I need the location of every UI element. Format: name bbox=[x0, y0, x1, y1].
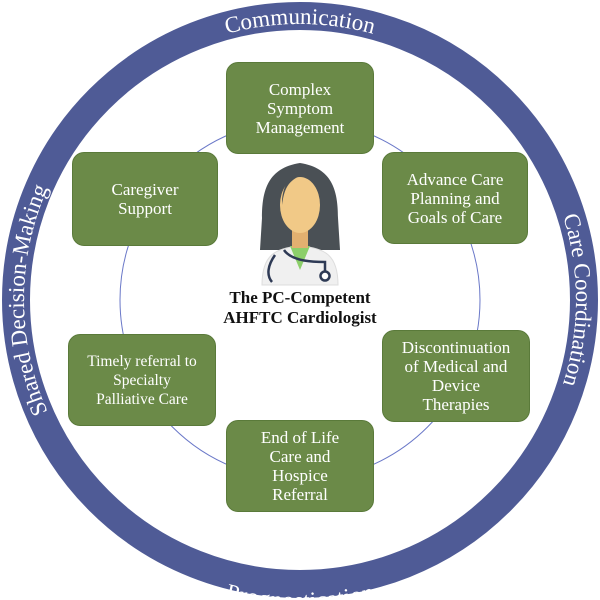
ring-label-top: Communication bbox=[222, 4, 379, 39]
female-doctor-with-stethoscope-icon bbox=[260, 163, 340, 286]
ring-label-left: Shared Decision-Making bbox=[4, 180, 53, 420]
center-title: The PC-Competent AHFTC Cardiologist bbox=[223, 288, 377, 327]
box-caregiver-support: Caregiver Support bbox=[72, 152, 218, 246]
box-end-of-life-care: End of Life Care and Hospice Referral bbox=[226, 420, 374, 512]
box-complex-symptom-management: Complex Symptom Management bbox=[226, 62, 374, 154]
box-timely-referral: Timely referral to Specialty Palliative … bbox=[68, 334, 216, 426]
box-discontinuation-of-therapies: Discontinuation of Medical and Device Th… bbox=[382, 330, 530, 422]
box-advance-care-planning: Advance Care Planning and Goals of Care bbox=[382, 152, 528, 244]
